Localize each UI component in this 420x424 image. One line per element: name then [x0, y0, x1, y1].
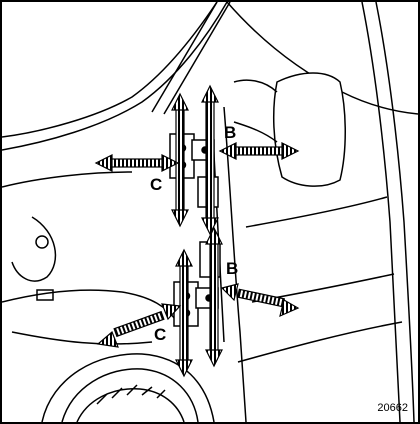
lower-c-arrow [96, 303, 182, 348]
callout-upper-b: B [224, 123, 237, 142]
upper-hinge-arrows [94, 84, 300, 236]
figure-reference-number: 20662 [377, 402, 408, 414]
upper-vertical-arrow [171, 92, 189, 228]
callout-upper-c: C [150, 175, 163, 194]
lower-hinge-arrows [96, 226, 300, 378]
upper-c-arrow [94, 154, 180, 172]
lower-vertical-arrow-2 [205, 226, 223, 368]
lower-b-arrow [220, 283, 300, 318]
door-mirror [233, 72, 346, 187]
lower-vertical-arrow [175, 248, 193, 378]
windscreen-outline [2, 2, 231, 151]
upper-b-arrow [218, 142, 300, 160]
upper-vertical-arrow-2 [201, 84, 219, 236]
callout-lower-b: B [226, 259, 239, 278]
callout-lower-c: C [154, 325, 167, 344]
front-wheel [41, 353, 215, 422]
